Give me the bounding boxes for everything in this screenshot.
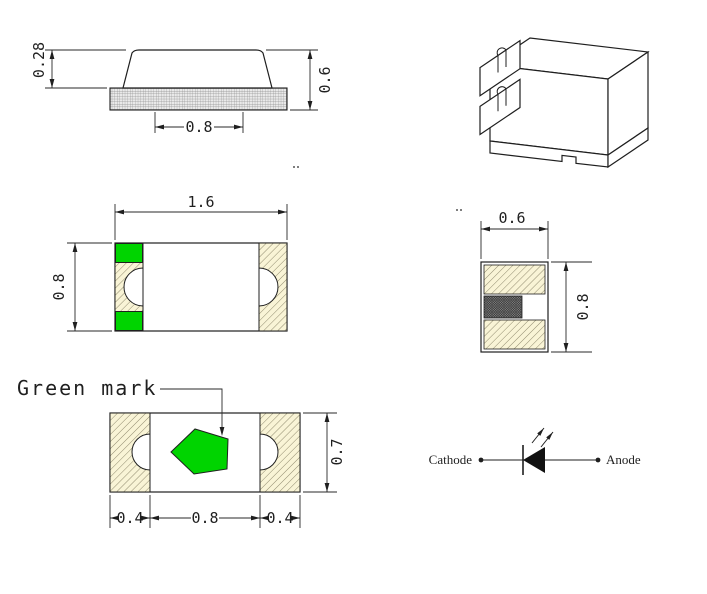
dim-base-width: 0.8: [185, 118, 212, 136]
anode-node-dot: [595, 457, 601, 463]
green-mark-callout: Green mark: [17, 376, 157, 400]
right-castellation-notch: [258, 267, 279, 307]
stray-dots: [293, 166, 462, 211]
stray-dot: [293, 166, 295, 168]
dim-end-height: 0.8: [574, 293, 592, 320]
left-castellation-notch: [123, 267, 144, 307]
dim-lens-height: 0.28: [30, 42, 48, 78]
right-castellation-notch: [259, 433, 279, 471]
green-mark-pentagon: [170, 428, 229, 475]
stray-dot: [460, 209, 462, 211]
top-view: 1.6 0.8: [50, 193, 288, 332]
cathode-label: Cathode: [429, 452, 473, 467]
dim-marking-height: 0.7: [328, 438, 346, 465]
terminal-clip-upper: [479, 39, 521, 97]
side-dimension-lines: [45, 49, 318, 133]
perspective-view: [479, 37, 650, 169]
terminal-clip-lower: [479, 78, 521, 136]
dim-end-width: 0.6: [498, 209, 525, 227]
substrate-section: [109, 87, 288, 111]
side-view: 0.28 0.6 0.8: [30, 42, 334, 136]
polarity-symbol: Cathode Anode: [429, 427, 641, 475]
end-view: 0.6 0.8: [480, 209, 592, 353]
diode-triangle: [523, 447, 545, 473]
dim-left-pad: 0.4: [116, 509, 143, 527]
lower-terminal-band: [483, 319, 546, 350]
callout-leader-line: [160, 388, 223, 427]
left-castellation-notch: [131, 433, 151, 471]
dim-width: 0.8: [50, 273, 68, 300]
castellation-groove-upper: [496, 47, 507, 73]
top-dimension-lines: [67, 204, 288, 332]
bottom-step-end: [607, 126, 649, 169]
light-emission-arrowheads: [537, 428, 553, 440]
dim-center: 0.8: [191, 509, 218, 527]
end-dimension-lines: [480, 221, 592, 353]
dim-right-pad: 0.4: [266, 509, 293, 527]
stray-dot: [456, 209, 458, 211]
epoxy-lens-profile: [122, 49, 273, 89]
anode-label: Anode: [606, 452, 641, 467]
cathode-green-mark-bottom: [115, 311, 143, 331]
cathode-green-mark-top: [115, 243, 143, 263]
dim-length: 1.6: [187, 193, 214, 211]
upper-terminal-band: [483, 264, 546, 295]
marking-view: Green mark 0.7 0.4 0.8 0.4: [17, 376, 346, 528]
substrate-core: [483, 295, 523, 319]
callout-leader-arrow: [219, 427, 225, 436]
castellation-groove-lower: [496, 86, 507, 112]
dim-total-height: 0.6: [316, 66, 334, 93]
stray-dot: [297, 166, 299, 168]
